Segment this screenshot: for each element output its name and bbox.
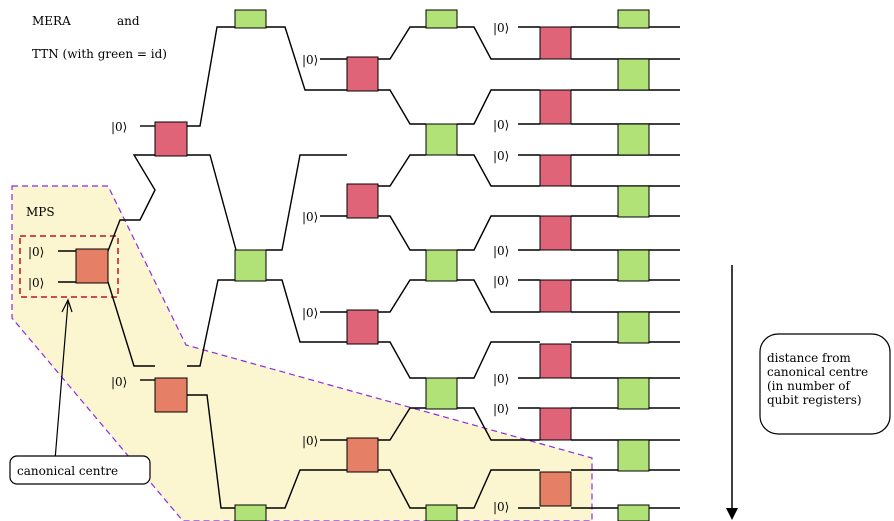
canonical-centre-label: canonical centre	[17, 464, 118, 478]
distance-label-3: (in number of	[767, 379, 851, 393]
gate-red	[346, 309, 379, 345]
gate-red	[539, 215, 572, 251]
gate-green	[234, 9, 267, 29]
arrow-head-icon	[61, 298, 73, 313]
gate-orange	[346, 437, 379, 473]
gate-red	[539, 343, 572, 379]
ket-zero: |0⟩	[111, 375, 127, 389]
ket-labels: |0⟩ |0⟩ |0⟩ |0⟩ |0⟩ |0⟩ |0⟩ |0⟩ |0⟩ |0⟩ …	[28, 21, 509, 514]
distance-label-2: canonical centre	[767, 365, 868, 379]
gate-green	[617, 504, 650, 521]
gate-green	[617, 123, 650, 156]
gate-red	[539, 89, 572, 125]
ket-zero: |0⟩	[302, 53, 318, 67]
ket-zero: |0⟩	[28, 276, 44, 290]
ket-zero: |0⟩	[493, 372, 509, 386]
and-label: and	[117, 14, 140, 28]
gate-green	[425, 249, 458, 282]
gate-green	[617, 185, 650, 218]
gate-green	[425, 123, 458, 156]
ket-zero: |0⟩	[493, 402, 509, 416]
ket-zero: |0⟩	[302, 434, 318, 448]
ket-zero: |0⟩	[493, 274, 509, 288]
gate-green	[425, 377, 458, 410]
gate-red	[539, 154, 572, 187]
ket-zero: |0⟩	[302, 306, 318, 320]
gate-red	[154, 121, 188, 157]
gates	[75, 9, 650, 521]
distance-label-1: distance from	[767, 351, 851, 365]
gate-red	[539, 279, 572, 313]
distance-box	[759, 333, 891, 435]
ket-zero: |0⟩	[493, 149, 509, 163]
ket-zero: |0⟩	[28, 245, 44, 259]
gate-orange	[154, 377, 188, 413]
gate-green	[617, 377, 650, 410]
gate-green	[617, 439, 650, 472]
gate-green	[234, 249, 267, 282]
distance-label-4: qubit registers)	[767, 393, 862, 407]
mps-region	[11, 185, 593, 521]
gate-red	[346, 56, 379, 92]
canonical-centre-pointer	[54, 301, 69, 461]
mps-label: MPS	[26, 205, 55, 219]
gate-red	[346, 183, 379, 219]
gate-green	[425, 504, 458, 521]
ket-zero: |0⟩	[493, 244, 509, 258]
gate-orange	[539, 471, 572, 507]
gate-orange	[75, 248, 109, 284]
ket-zero: |0⟩	[111, 120, 127, 134]
ket-zero: |0⟩	[493, 118, 509, 132]
gate-green	[617, 58, 650, 91]
ket-zero: |0⟩	[493, 500, 509, 514]
gate-green	[234, 504, 267, 521]
mera-label: MERA	[32, 14, 71, 28]
gate-red	[539, 26, 572, 60]
canonical-centre-box-label	[9, 455, 151, 485]
gate-green	[425, 9, 458, 29]
arrow-down-icon	[726, 508, 738, 520]
ket-zero: |0⟩	[493, 21, 509, 35]
gate-green	[617, 9, 650, 29]
gate-green	[617, 249, 650, 282]
ket-zero: |0⟩	[302, 210, 318, 224]
gate-green	[617, 311, 650, 344]
gate-red	[539, 407, 572, 441]
ttn-label: TTN (with green = id)	[32, 47, 167, 61]
